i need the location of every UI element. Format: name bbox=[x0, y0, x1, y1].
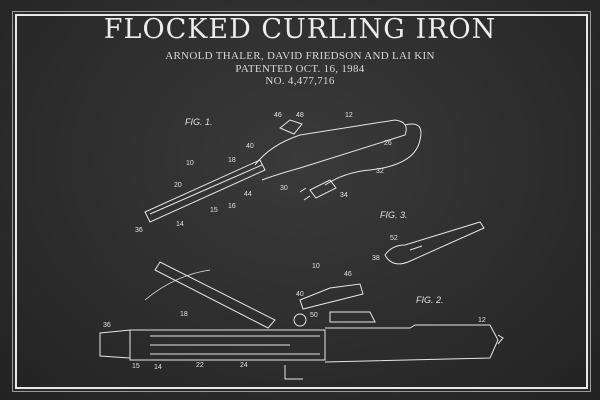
svg-text:30: 30 bbox=[280, 185, 288, 192]
svg-text:12: 12 bbox=[478, 317, 486, 324]
svg-text:14: 14 bbox=[176, 221, 184, 228]
svg-text:52: 52 bbox=[390, 235, 398, 242]
svg-text:50: 50 bbox=[310, 312, 318, 319]
svg-text:14: 14 bbox=[154, 364, 162, 371]
svg-text:46: 46 bbox=[274, 112, 282, 119]
patent-date: PATENTED OCT. 16, 1984 bbox=[235, 63, 365, 75]
figure-1-curling-iron: FIG. 1. 10 20 18 40 46 48 12 26 32 34 36 14 15… bbox=[135, 112, 422, 234]
svg-text:40: 40 bbox=[296, 291, 304, 298]
svg-text:16: 16 bbox=[228, 203, 236, 210]
svg-text:44: 44 bbox=[244, 191, 252, 198]
svg-text:12: 12 bbox=[345, 112, 353, 119]
patent-number: NO. 4,477,716 bbox=[265, 75, 335, 87]
svg-text:48: 48 bbox=[296, 112, 304, 119]
svg-text:15: 15 bbox=[210, 207, 218, 214]
svg-text:18: 18 bbox=[228, 157, 236, 164]
figure-2-cross-section: FIG. 2. 36 18 10 46 40 50 12 15 14 22 24 bbox=[99, 261, 504, 380]
svg-text:38: 38 bbox=[372, 255, 380, 262]
svg-text:10: 10 bbox=[312, 263, 320, 270]
svg-text:40: 40 bbox=[246, 143, 254, 150]
poster-frame bbox=[15, 14, 588, 389]
poster-title: FLOCKED CURLING IRON bbox=[103, 14, 497, 45]
svg-text:32: 32 bbox=[376, 168, 384, 175]
fig2-label: FIG. 2. bbox=[416, 295, 444, 305]
svg-text:10: 10 bbox=[186, 160, 194, 167]
svg-text:18: 18 bbox=[180, 311, 188, 318]
svg-text:36: 36 bbox=[135, 227, 143, 234]
svg-text:34: 34 bbox=[340, 192, 348, 199]
svg-text:46: 46 bbox=[344, 271, 352, 278]
svg-text:20: 20 bbox=[174, 182, 182, 189]
fig3-label: FIG. 3. bbox=[380, 210, 408, 220]
svg-text:26: 26 bbox=[384, 140, 392, 147]
svg-text:36: 36 bbox=[103, 322, 111, 329]
fig1-label: FIG. 1. bbox=[185, 117, 213, 127]
svg-text:22: 22 bbox=[196, 362, 204, 369]
svg-text:15: 15 bbox=[132, 363, 140, 370]
svg-text:24: 24 bbox=[240, 362, 248, 369]
inventors: ARNOLD THALER, DAVID FRIEDSON AND LAI KI… bbox=[165, 50, 435, 62]
figure-3-detail: FIG. 3. 52 38 bbox=[372, 210, 485, 265]
